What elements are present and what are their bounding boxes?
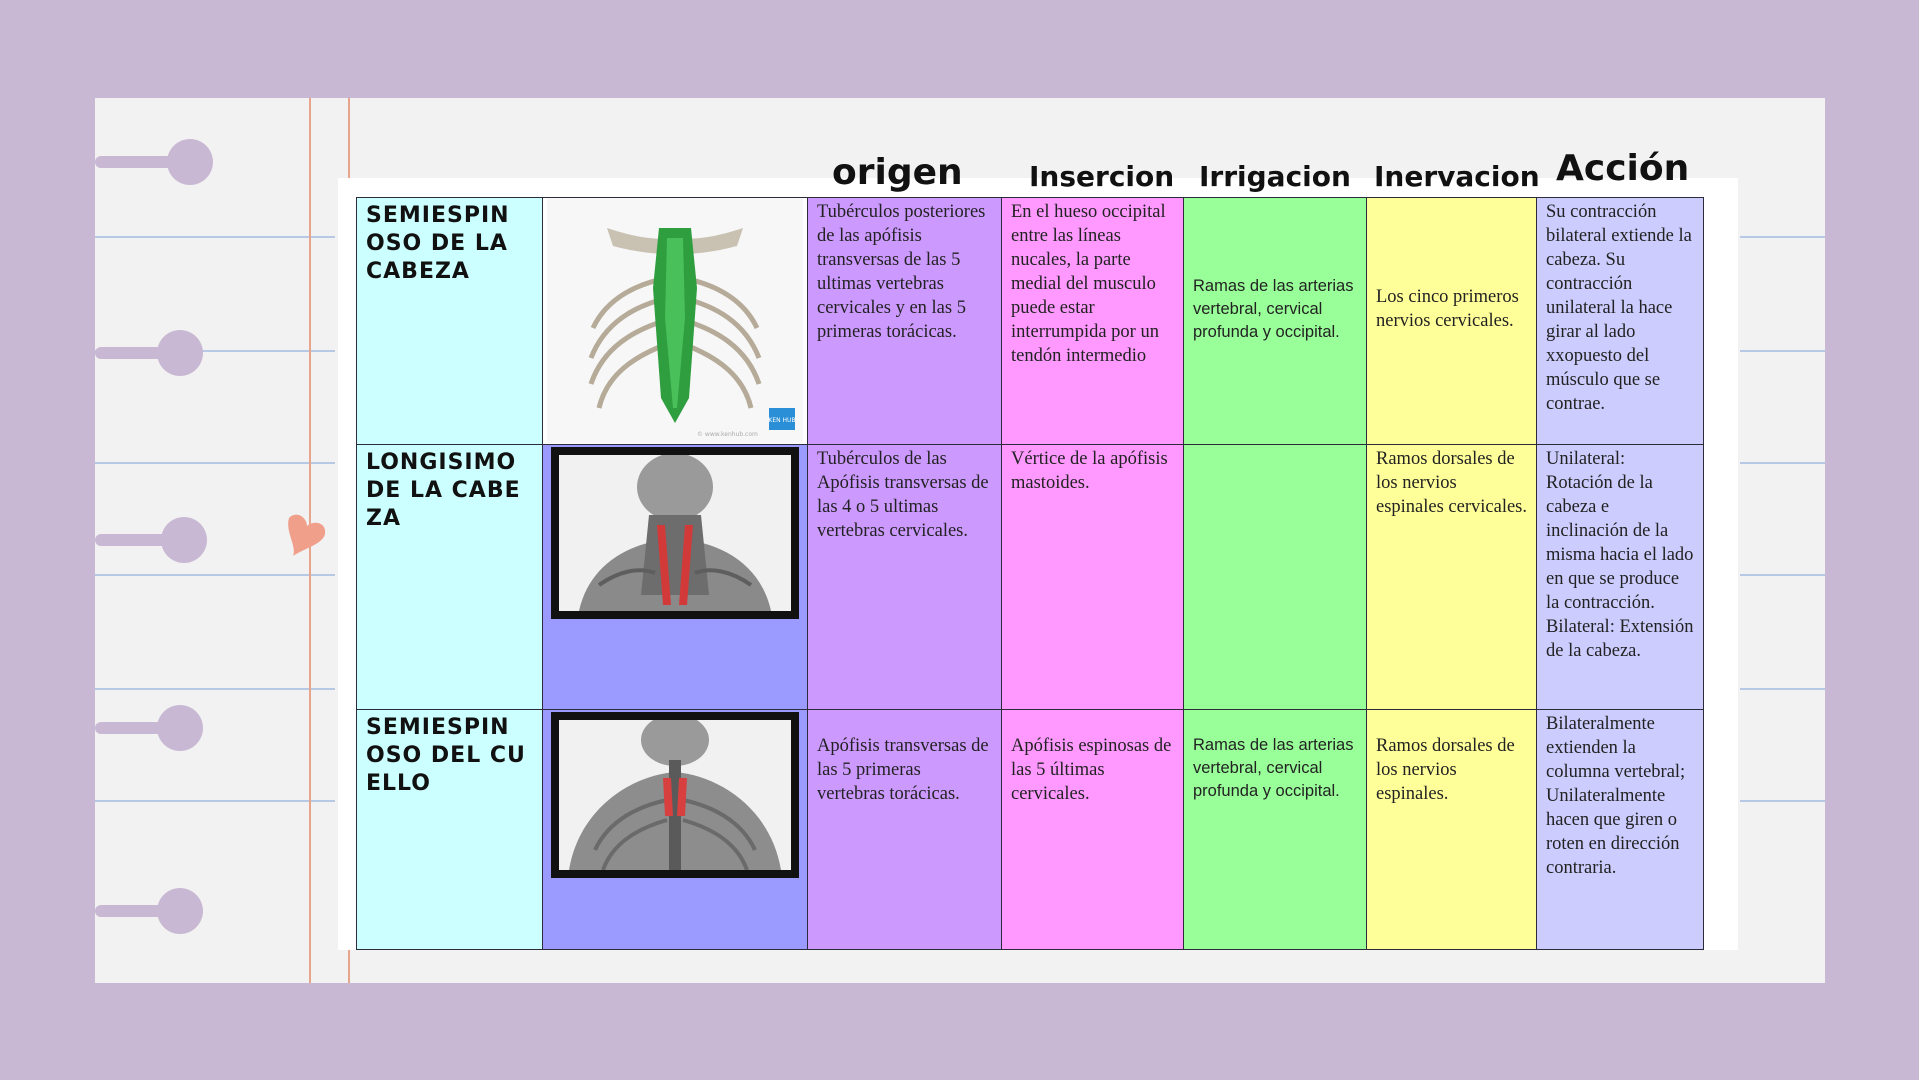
muscle-image-cell [542, 444, 808, 710]
paper-rule-line [95, 462, 335, 464]
paper-rule-line [95, 236, 335, 238]
binder-hole [161, 517, 207, 563]
origen-cell: Tubérculos de las Apófisis transversas d… [807, 444, 1002, 710]
insercion-cell: Apófisis espinosas de las 5 últimas cerv… [1001, 709, 1184, 950]
header-insercion: Insercion [1029, 160, 1175, 193]
binder-hole [157, 705, 203, 751]
heart-icon [288, 514, 326, 556]
irrigacion-cell: Ramas de las arterias vertebral, cervica… [1183, 197, 1367, 445]
muscle-image-cell: KEN HUB © www.kenhub.com [542, 197, 808, 445]
neck-illustration [559, 455, 791, 611]
paper-rule-line [95, 688, 335, 690]
header-accion: Acción [1556, 148, 1690, 189]
accion-cell: Bilateralmente extienden la columna vert… [1536, 709, 1704, 950]
upper-back-muscles-image [551, 712, 799, 878]
binder-hole [157, 888, 203, 934]
header-origen: origen [832, 152, 963, 193]
binder-hole-stem [95, 156, 185, 168]
muscle-table: SEMIESPIN OSO DE LA CABEZA [356, 197, 1704, 950]
upper-back-illustration [559, 720, 791, 870]
inervacion-cell: Los cinco primeros nervios cervicales. [1366, 197, 1537, 445]
muscle-name: LONGISIMO DE LA CABEZA [356, 444, 543, 710]
muscle-name: SEMIESPIN OSO DE LA CABEZA [356, 197, 543, 445]
paper-rule-line [95, 574, 335, 576]
paper-rule-line [1740, 462, 1825, 464]
irrigacion-cell: Ramas de las arterias vertebral, cervica… [1183, 709, 1367, 950]
paper-rule-line [95, 350, 335, 352]
paper-rule-line [1740, 688, 1825, 690]
paper-rule-line [95, 800, 335, 802]
origen-cell: Tubérculos posteriores de las apófisis t… [807, 197, 1002, 445]
neck-muscles-image [551, 447, 799, 619]
inervacion-text: Los cinco primeros nervios cervicales. [1376, 287, 1519, 331]
muscle-name: SEMIESPIN OSO DEL CUELLO [356, 709, 543, 950]
binder-hole [157, 330, 203, 376]
accion-cell: Su contracción bilateral extiende la cab… [1536, 197, 1704, 445]
table-row: SEMIESPIN OSO DE LA CABEZA [356, 197, 1704, 445]
back-muscles-image: KEN HUB © www.kenhub.com [547, 198, 803, 443]
paper-rule-line [1740, 574, 1825, 576]
header-irrigacion: Irrigacion [1199, 160, 1351, 193]
muscle-image-cell [542, 709, 808, 950]
paper-rule-line [1740, 350, 1825, 352]
spine-illustration: KEN HUB © www.kenhub.com [547, 198, 803, 443]
irrigacion-cell [1183, 444, 1367, 710]
table-row: LONGISIMO DE LA CABEZA Tubér [356, 444, 1704, 710]
origen-cell: Apófisis transversas de las 5 primeras v… [807, 709, 1002, 950]
inervacion-cell: Ramos dorsales de los nervios espinales … [1366, 444, 1537, 710]
accion-cell: Unilateral: Rotación de la cabeza e incl… [1536, 444, 1704, 710]
table-row: SEMIESPIN OSO DEL CUELLO [356, 709, 1704, 950]
header-inervacion: Inervacion [1374, 160, 1540, 193]
inervacion-cell: Ramos dorsales de los nervios espinales. [1366, 709, 1537, 950]
binder-hole [167, 139, 213, 185]
image-credit: © www.kenhub.com [697, 431, 758, 438]
kenhub-badge: KEN HUB [768, 417, 795, 424]
paper-rule-line [1740, 800, 1825, 802]
irrigacion-text: Ramas de las arterias vertebral, cervica… [1193, 276, 1354, 341]
insercion-cell: En el hueso occipital entre las líneas n… [1001, 197, 1184, 445]
insercion-cell: Vértice de la apófisis mastoides. [1001, 444, 1184, 710]
paper-rule-line [1740, 236, 1825, 238]
